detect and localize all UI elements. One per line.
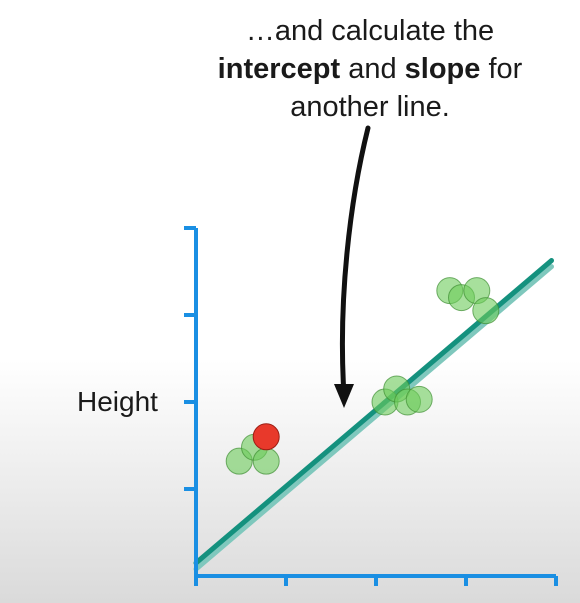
data-point-11	[472, 297, 500, 325]
caption-after: for	[480, 53, 523, 85]
caption-line-3: another line.	[290, 91, 450, 123]
caption-line-1: …and calculate the	[245, 15, 495, 47]
pointer-arrow	[339, 125, 371, 398]
caption-bold-intercept: intercept	[217, 53, 341, 85]
data-point-3	[252, 447, 280, 475]
caption-mid: and	[340, 53, 405, 85]
data-point-7	[405, 385, 433, 413]
caption: …and calculate the intercept and slope f…	[160, 12, 580, 126]
y-axis-label: Height	[77, 386, 158, 417]
highlight-point	[252, 423, 280, 451]
caption-bold-slope: slope	[404, 53, 481, 85]
arrow-head	[334, 384, 354, 408]
caption-line-2: intercept and slope for	[160, 50, 580, 88]
